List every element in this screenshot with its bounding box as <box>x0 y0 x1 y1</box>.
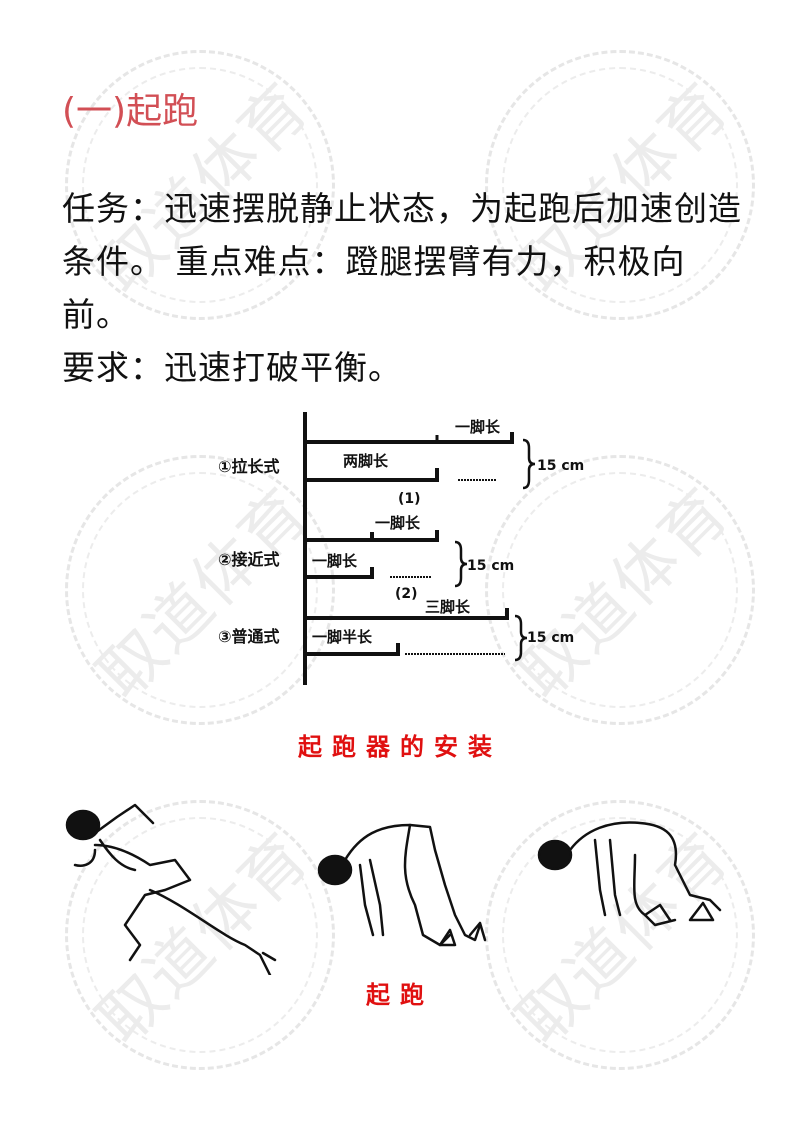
row-label: ③普通式 <box>218 627 280 646</box>
front-block-label: 三脚长 <box>425 598 471 616</box>
runner-drive-phase-figure <box>65 803 277 977</box>
task-paragraph: 任务：迅速摆脱静止状态，为起跑后加速创造条件。 重点难点：蹬腿摆臂有力，积极向前… <box>62 189 742 334</box>
row-label: ①拉长式 <box>218 457 280 476</box>
row-label: ②接近式 <box>218 550 280 569</box>
requirement-paragraph: 要求：迅速打破平衡。 <box>62 348 402 387</box>
front-block-label: 一脚长 <box>375 514 421 532</box>
sub-label: (1) <box>398 491 421 507</box>
diagram-caption: 起跑器的安装 <box>298 732 502 761</box>
gap-label: 15 cm <box>527 630 574 646</box>
back-block-label: 两脚长 <box>343 452 389 470</box>
back-block-label: 一脚半长 <box>312 628 373 646</box>
back-block-label: 一脚长 <box>312 552 358 570</box>
runner-on-your-marks-figure <box>537 821 722 927</box>
section-title: (一)起跑 <box>62 91 199 133</box>
starting-block-diagram: ①拉长式 一脚长 两脚长 15 cm (1) ②接近式 一脚长 一脚长 15 c… <box>215 410 595 690</box>
front-block-label: 一脚长 <box>455 418 501 436</box>
sprint-start-figures <box>55 795 745 977</box>
gap-label: 15 cm <box>537 458 584 474</box>
body-text: 任务：迅速摆脱静止状态，为起跑后加速创造条件。 重点难点：蹬腿摆臂有力，积极向前… <box>62 182 742 394</box>
runner-set-position-figure <box>317 823 487 947</box>
figures-caption: 起跑 <box>366 980 434 1009</box>
gap-label: 15 cm <box>467 558 514 574</box>
sub-label: (2) <box>395 586 418 602</box>
